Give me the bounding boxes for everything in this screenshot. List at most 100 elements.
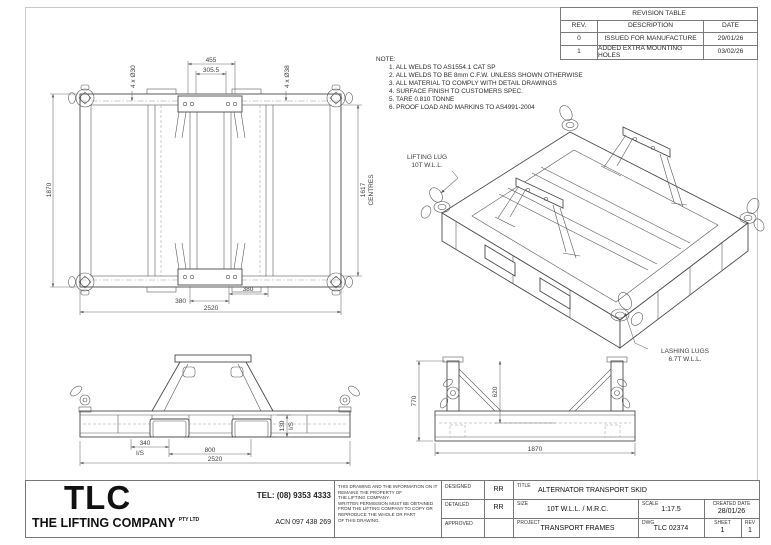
dim-380-right: 380 [243, 286, 254, 293]
skid-frame-plan [79, 88, 342, 293]
a-frame-support [600, 126, 688, 208]
corner-shackle-icon [439, 378, 460, 409]
note-item: 2. ALL WELDS TO BE 8mm C.F.W. UNLESS SHO… [389, 72, 583, 79]
lashing-lugs-wll: 6.7T W.L.L. [668, 356, 701, 363]
drawing-title: ALTERNATOR TRANSPORT SKID [538, 487, 647, 494]
note-item: 6. PROOF LOAD AND MARKINS TO AS4991-2004 [389, 104, 535, 111]
company-logo: TLC [64, 479, 132, 516]
fork-pocket [484, 244, 516, 277]
scale-label: SCALE [642, 501, 659, 507]
lashing-lug-icon [610, 292, 644, 326]
fork-pocket [231, 418, 272, 438]
lifting-lug-label: LIFTING LUG [407, 154, 447, 161]
side-dimensions: 340 I/S 800 130 I/S 2520 [79, 414, 351, 466]
designed-value: RR [493, 486, 504, 493]
lifting-lug-icon [559, 105, 579, 131]
scale-value: 1:17.5 [661, 506, 681, 513]
size-value: 10T W.L.L. / M.R.C. [546, 506, 609, 513]
dim-340-is: I/S [136, 450, 145, 457]
note-item: 1. ALL WELDS TO AS1554.1 CAT SP [389, 64, 496, 71]
notes-heading: NOTE: [376, 56, 396, 63]
end-elevation-drawing: 770 620 1870 [411, 356, 636, 456]
rev-description: ADDED EXTRA MOUNTING HOLES [597, 45, 704, 59]
dim-centres-word: CENTRES [368, 174, 375, 206]
company-name-text: THE LIFTING COMPANY [32, 516, 176, 530]
dim-holes-38: 4 x Ø38 [284, 65, 291, 88]
lifting-lug-callout: LIFTING LUG 10T W.L.L. [407, 154, 459, 194]
title-label: TITLE [517, 483, 531, 489]
created-date-value: 28/01/26 [717, 508, 746, 515]
approved-label: APPROVED [445, 521, 473, 527]
company-acn: ACN 097 438 269 [275, 519, 331, 526]
revision-table-title: REVISION TABLE [561, 8, 757, 21]
dwg-label: DWG [642, 520, 655, 526]
rev-number: 0 [561, 33, 597, 46]
revision-row: 1 ADDED EXTRA MOUNTING HOLES 03/02/26 [561, 45, 757, 59]
detailed-value: RR [493, 504, 504, 511]
rev-date: 29/01/26 [704, 33, 757, 46]
date-col-header: DATE [704, 21, 757, 33]
dim-455: 455 [206, 57, 217, 64]
note-item: 4. SURFACE FINISH TO CUSTOMERS SPEC. [389, 88, 523, 95]
corner-shackle-icon [338, 385, 360, 413]
revision-table-header: REV. DESCRIPTION DATE [561, 21, 757, 33]
corner-lug-icon [68, 272, 95, 296]
dim-620: 620 [492, 386, 499, 397]
dim-2520-side: 2520 [208, 456, 223, 463]
revision-row: 0 ISSUED FOR MANUFACTURE 29/01/26 [561, 33, 757, 46]
copyright-disclaimer: THIS DRAWING AND THE INFORMATION ON IT R… [338, 484, 438, 523]
sheet-label: SHEET [714, 520, 731, 526]
dim-380-left: 380 [175, 298, 186, 305]
side-elevation-drawing: 340 I/S 800 130 I/S 2520 [70, 354, 360, 466]
skid-end [434, 356, 636, 442]
project-label: PROJECT [517, 520, 541, 526]
company-name: THE LIFTING COMPANY PTY LTD [32, 516, 199, 530]
lifting-lug-icon [420, 187, 451, 219]
rev-label: REV [744, 520, 756, 526]
lashing-lug-icon [739, 198, 765, 232]
rev-date: 03/02/26 [717, 48, 744, 56]
skid-frame-iso [441, 131, 749, 349]
dim-holes-30: 4 x Ø30 [130, 65, 137, 88]
isometric-view-drawing: LIFTING LUG 10T W.L.L. LASHING LUGS 6.7T… [407, 105, 765, 363]
plan-view-drawing: 455 305.5 4 x Ø30 4 x Ø38 1870 1617 CENT… [46, 57, 375, 315]
end-dimensions: 770 620 1870 [411, 360, 636, 456]
dim-1870: 1870 [46, 182, 53, 197]
corner-shackle-icon [70, 385, 92, 413]
sheet-value: 1 [720, 527, 725, 534]
corner-shackle-icon [610, 378, 631, 409]
size-label: SIZE [517, 501, 529, 507]
corner-lug-icon [326, 272, 353, 296]
skid-side [70, 354, 360, 438]
dim-800: 800 [205, 447, 216, 454]
project-value: TRANSPORT FRAMES [540, 525, 615, 532]
a-frame-support [494, 177, 581, 259]
dim-130: 130 [279, 420, 286, 431]
designed-label: DESIGNED [445, 484, 472, 490]
fork-pocket [539, 277, 571, 310]
plan-dimensions: 455 305.5 4 x Ø30 4 x Ø38 1870 1617 CENT… [46, 57, 375, 315]
dim-2520: 2520 [204, 305, 219, 312]
lifting-lug-wll: 10T W.L.L. [411, 162, 443, 169]
rev-description: ISSUED FOR MANUFACTURE [597, 33, 704, 46]
dim-340: 340 [140, 440, 151, 447]
lashing-lugs-callout: LASHING LUGS 6.7T W.L.L. [624, 312, 710, 363]
note-item: 3. ALL MATERIAL TO COMPLY WITH DETAIL DR… [389, 80, 557, 87]
corner-lug-icon [68, 84, 95, 108]
revision-table: REVISION TABLE REV. DESCRIPTION DATE 0 I… [560, 7, 758, 60]
created-date-label: CREATED DATE [712, 501, 751, 507]
dim-1617: 1617 [360, 182, 367, 197]
corner-lug-icon [326, 84, 353, 108]
dim-770: 770 [411, 395, 418, 406]
dim-305-5: 305.5 [203, 67, 220, 74]
rev-number: 1 [577, 48, 581, 56]
fork-pocket [149, 418, 190, 438]
detailed-label: DETAILED [445, 502, 470, 508]
lashing-lugs-label: LASHING LUGS [661, 348, 710, 355]
note-item: 5. TARE 0.810 TONNE [389, 96, 455, 103]
rev-col-header: REV. [561, 21, 597, 33]
dim-1870: 1870 [528, 446, 543, 453]
a-frame-side [151, 354, 274, 412]
dim-130-is: I/S [288, 421, 295, 430]
